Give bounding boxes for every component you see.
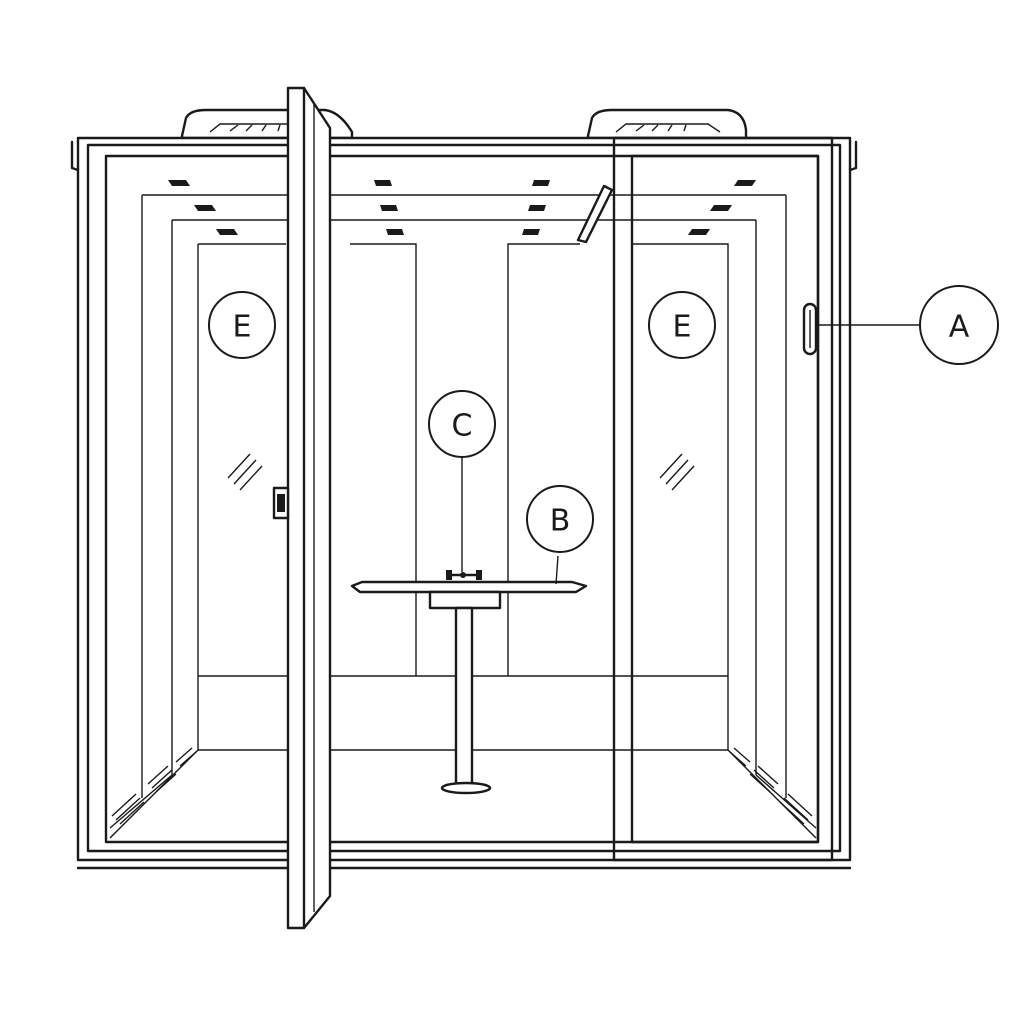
callout-a: A xyxy=(919,285,999,365)
ceiling-lights xyxy=(168,180,756,235)
callout-c: C xyxy=(428,390,496,458)
leader-line-b xyxy=(555,555,559,585)
roof-fan-right xyxy=(586,108,748,140)
power-socket xyxy=(446,570,482,580)
door-handle[interactable] xyxy=(272,486,290,520)
callout-c-label: C xyxy=(452,409,473,444)
wall-shelf xyxy=(576,184,614,244)
table xyxy=(350,580,588,795)
callout-b: B xyxy=(526,485,594,553)
callout-e-right-label: E xyxy=(673,310,692,345)
callout-e-right: E xyxy=(648,291,716,359)
right-glass-door xyxy=(612,136,834,862)
glass-reflection-left xyxy=(227,453,263,491)
callout-e-left-label: E xyxy=(233,310,252,345)
callout-e-left: E xyxy=(208,291,276,359)
callout-a-label: A xyxy=(949,310,970,345)
callout-b-label: B xyxy=(550,504,571,539)
interior-walls xyxy=(109,194,817,839)
floor-vents xyxy=(111,747,813,825)
glass-reflection-right xyxy=(659,453,695,491)
left-open-door[interactable] xyxy=(286,86,332,930)
wall-control-panel[interactable] xyxy=(802,302,818,356)
